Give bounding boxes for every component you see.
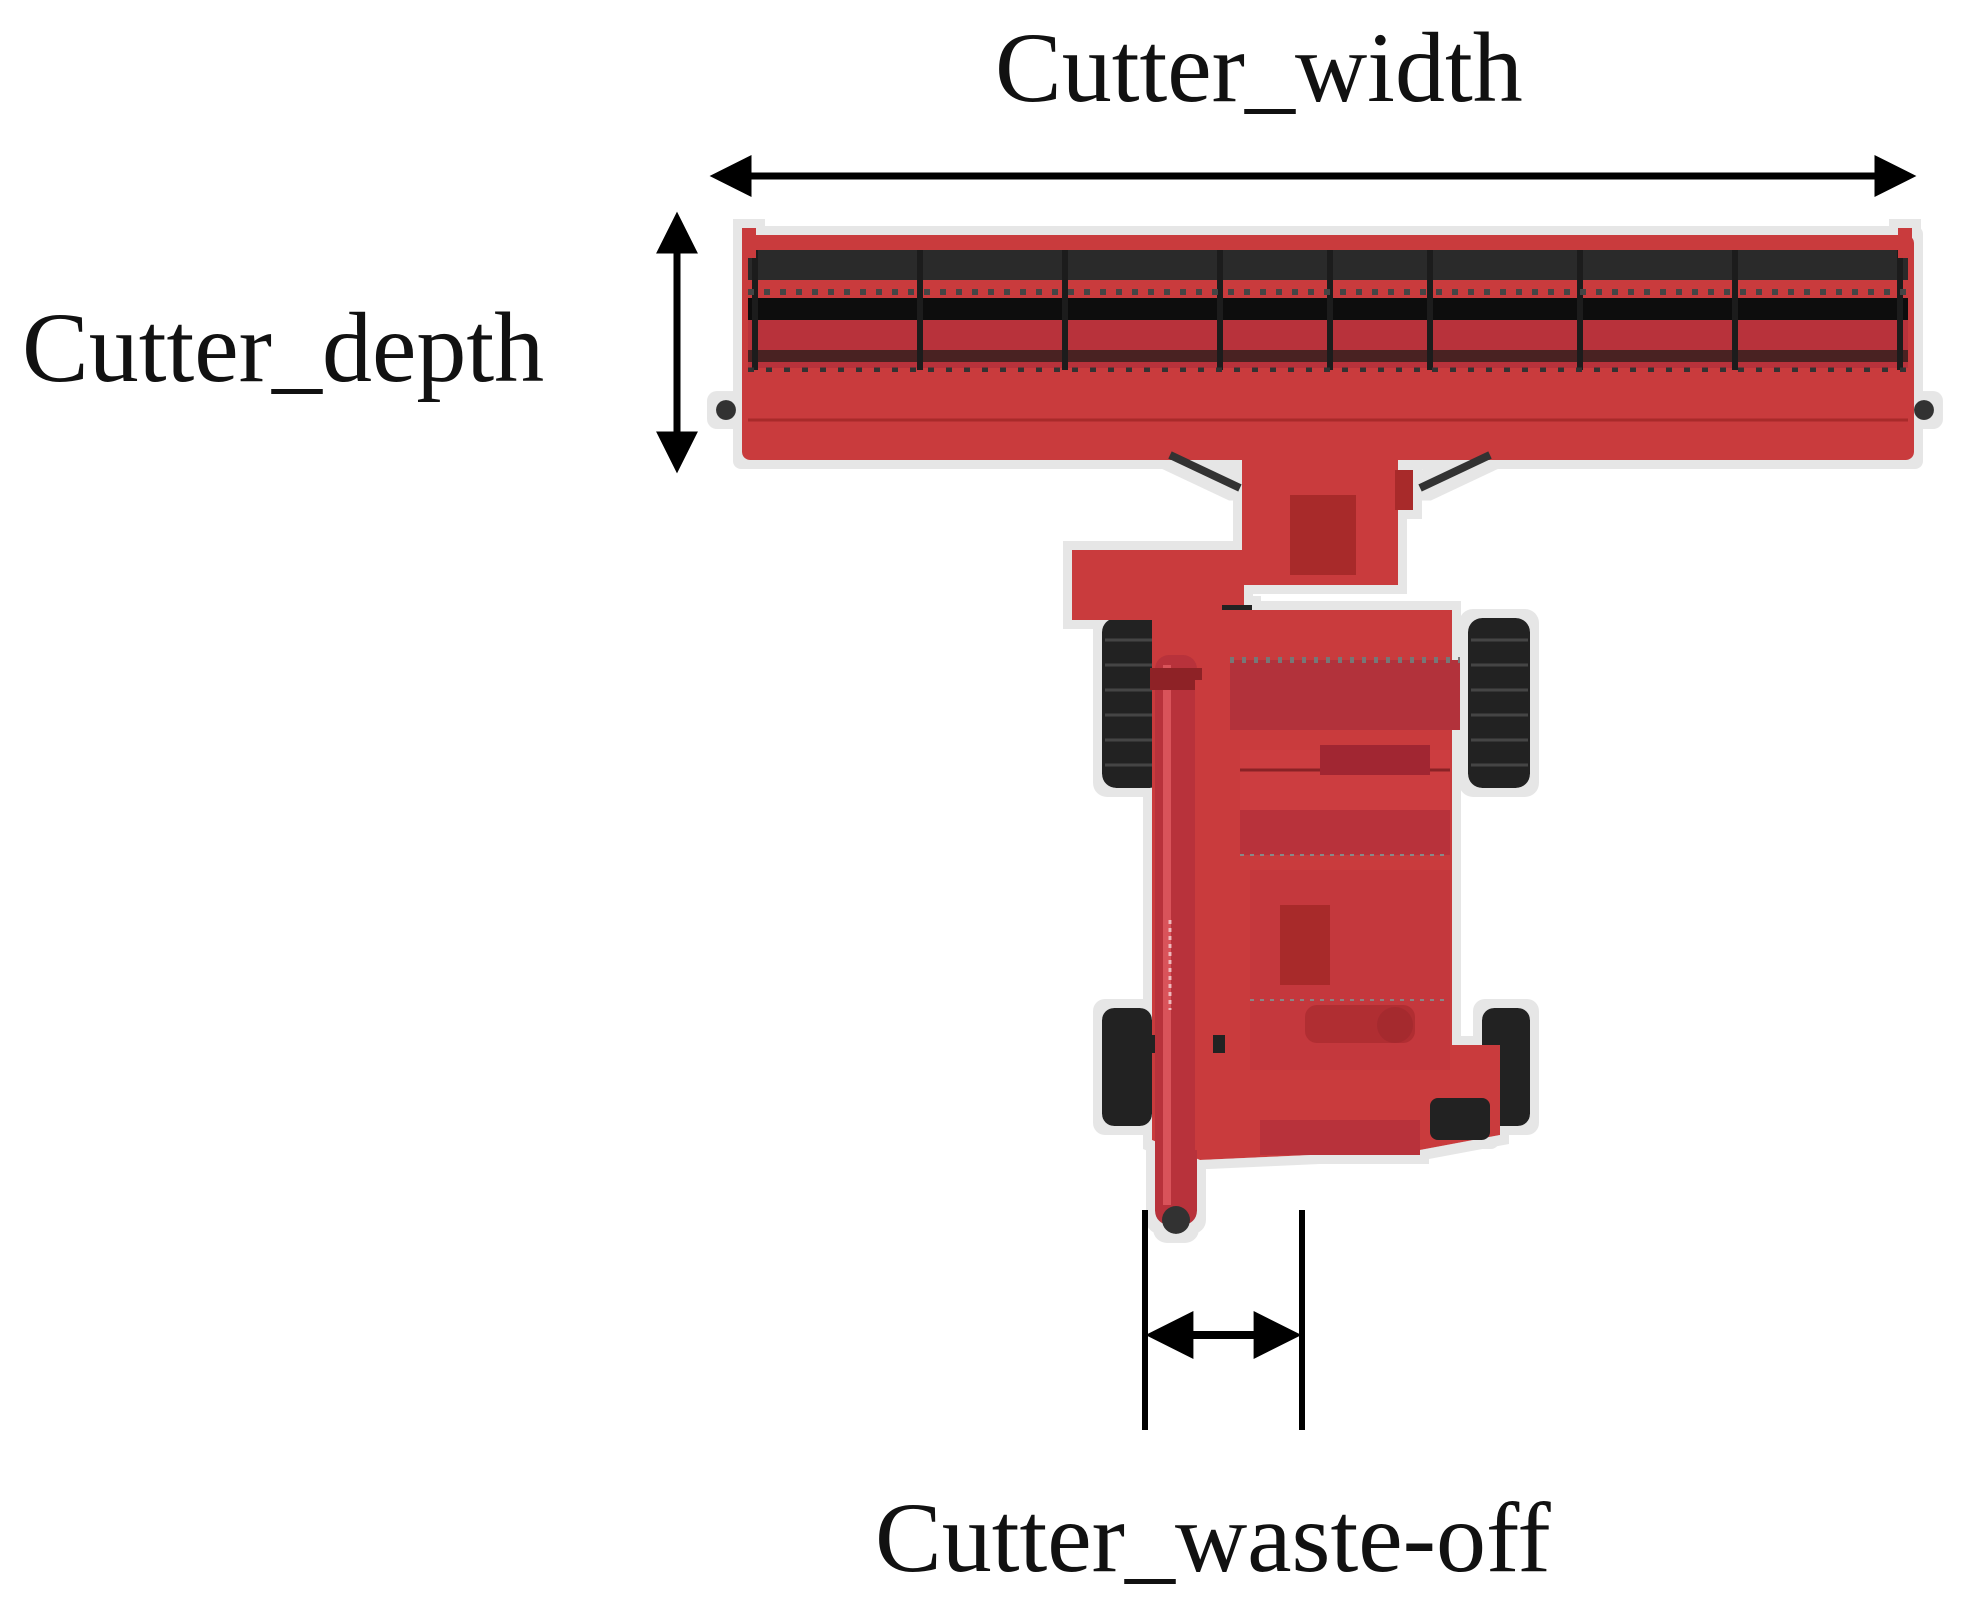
cutter-depth-label: Cutter_depth xyxy=(22,292,545,403)
cutter-waste-off-label: Cutter_waste-off xyxy=(875,1482,1551,1593)
cutter-header xyxy=(716,228,1934,492)
harvester-body xyxy=(1072,455,1530,1234)
cutter-width-label: Cutter_width xyxy=(995,12,1523,123)
combine-harvester-illustration xyxy=(716,228,1934,1234)
dimension-waste-off xyxy=(1142,1210,1305,1430)
